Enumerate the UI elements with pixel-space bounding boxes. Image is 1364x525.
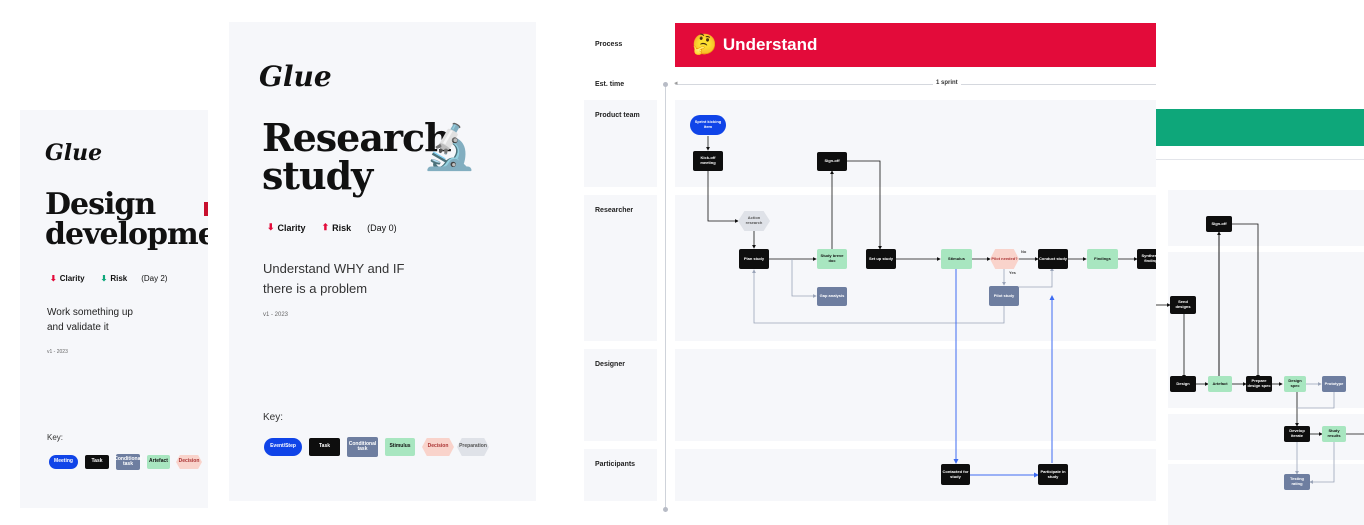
tags-row: ⬇ Clarity ⬆ Risk (Day 0)	[267, 222, 397, 233]
node-study-results[interactable]: Study results	[1322, 426, 1346, 442]
day-label: (Day 2)	[141, 274, 168, 283]
title-line-2: development	[45, 217, 208, 252]
risk-tag: Risk	[332, 222, 352, 233]
clarity-down-icon: ⬇	[267, 222, 275, 232]
node-prototype[interactable]: Prototype	[1322, 376, 1346, 392]
lane-designer	[675, 349, 1156, 441]
key-preparation: Preparation	[457, 438, 489, 456]
risk-tag: Risk	[110, 274, 128, 283]
design-card: Glue Design development ⬇ Clarity ⬇ Risk…	[20, 110, 208, 508]
version-label: v1 - 2023	[47, 349, 68, 355]
node-design[interactable]: Design	[1170, 376, 1196, 392]
phase-header: 🤔 Understand	[675, 23, 1156, 67]
node-testing-rounds[interactable]: Testing rating	[1284, 474, 1310, 490]
node-gap-analysis[interactable]: Gap analysis	[817, 287, 847, 306]
clarity-tag: Clarity	[59, 274, 85, 283]
node-setup-study[interactable]: Set up study	[866, 249, 896, 269]
node-conduct-study[interactable]: Conduct study	[1038, 249, 1068, 269]
key-decision: Decision	[176, 455, 202, 469]
node-artefact[interactable]: Artefact	[1208, 376, 1232, 392]
key-task: Task	[85, 455, 109, 469]
key-label: Key:	[47, 433, 64, 442]
card-title: Design development	[45, 190, 208, 250]
node-participate-in-study[interactable]: Participate in study	[1038, 464, 1068, 485]
node-design-spec[interactable]: Design spec	[1284, 376, 1306, 392]
node-synthesise[interactable]: Synthesise findings	[1137, 249, 1156, 269]
design-board: Sign-off Send designs Design Artefact Pr…	[1156, 92, 1364, 525]
card-title: Research study	[262, 115, 452, 198]
title-line-1: Research	[262, 115, 452, 160]
research-card: Glue Research study 🔬 ⬇ Clarity ⬆ Risk (…	[229, 22, 536, 501]
node-contacted-for-study[interactable]: Contacted for study	[941, 464, 970, 485]
key-stimulus: Stimulus	[385, 438, 415, 456]
card-description: Work something up and validate it	[47, 307, 133, 333]
thinking-emoji-icon: 🤔	[692, 34, 717, 56]
sprint-arrow-left-icon: ◂	[674, 80, 678, 87]
day-label: (Day 0)	[367, 222, 397, 233]
key-conditional-task: Conditional task	[114, 454, 142, 470]
key-task: Task	[309, 438, 340, 456]
key-conditional-task: Conditional task	[347, 437, 378, 457]
node-signoff[interactable]: Sign-off	[817, 152, 847, 171]
node-pilot-study[interactable]: Pilot study	[989, 286, 1019, 306]
phase-header-green	[1156, 109, 1364, 146]
node-plan-study[interactable]: Plan study	[739, 249, 769, 269]
title-line-2: study	[262, 153, 373, 198]
risk-down-icon: ⬇	[100, 274, 108, 283]
est-time-label: Est. time	[595, 81, 625, 88]
sprint-line	[675, 84, 1156, 85]
key-meeting: Meeting	[49, 455, 78, 469]
edge-label-yes: Yes	[1009, 270, 1016, 275]
title-line-1: Design	[45, 187, 156, 222]
flow-edges	[706, 136, 1138, 478]
node-pilot-needed[interactable]: Pilot needed?	[990, 249, 1019, 269]
lane-label-researcher: Researcher	[595, 207, 634, 214]
glue-logo: Glue	[45, 140, 103, 166]
node-develop-iterate[interactable]: Develop iterate	[1284, 426, 1310, 442]
card-edge-red-mark	[204, 202, 208, 216]
node-stimulus[interactable]: Stimulus	[941, 249, 972, 269]
node-kickoff-meeting[interactable]: Kick-off meeting	[693, 151, 723, 171]
key-artefact: Artefact	[147, 455, 170, 469]
lane-label-bg	[584, 100, 657, 187]
node-sprint-kickoff[interactable]: Sprint kicking item	[690, 115, 726, 135]
node-findings[interactable]: Findings	[1087, 249, 1118, 269]
card-description: Understand WHY and IF there is a problem	[263, 261, 405, 296]
lane-product-team	[675, 100, 1156, 187]
sprint-label: 1 sprint	[933, 80, 961, 86]
node-action-research[interactable]: Action research	[738, 211, 770, 231]
node-study-brief[interactable]: Study breve doc	[817, 249, 847, 269]
risk-up-icon: ⬆	[321, 222, 330, 232]
version-label: v1 - 2023	[263, 312, 289, 318]
glue-logo: Glue	[259, 60, 332, 93]
process-label: Process	[595, 41, 623, 48]
key-event-step: Event/Step	[264, 438, 302, 456]
edge-label-no: No	[1021, 249, 1027, 254]
node-send-designs[interactable]: Send designs	[1170, 296, 1196, 314]
phase-title: Understand	[722, 35, 818, 54]
key-label: Key:	[263, 412, 284, 423]
research-board: Process Est. time 🤔 Understand ◂ 1 sprin…	[560, 0, 1156, 525]
tags-row: ⬇ Clarity ⬇ Risk (Day 2)	[50, 274, 167, 283]
lane-label-participants: Participants	[595, 461, 636, 468]
clarity-down-icon: ⬇	[50, 274, 57, 283]
lane-label-product-team: Product team	[595, 112, 640, 119]
key-decision: Decision	[422, 438, 454, 456]
microscope-icon: 🔬	[422, 123, 477, 172]
clarity-tag: Clarity	[277, 222, 306, 233]
lane-participants	[675, 449, 1156, 501]
node-signoff[interactable]: Sign-off	[1206, 216, 1232, 232]
lane-label-designer: Designer	[595, 361, 625, 368]
node-prepare-design-spec[interactable]: Prepare design spec	[1246, 376, 1272, 392]
